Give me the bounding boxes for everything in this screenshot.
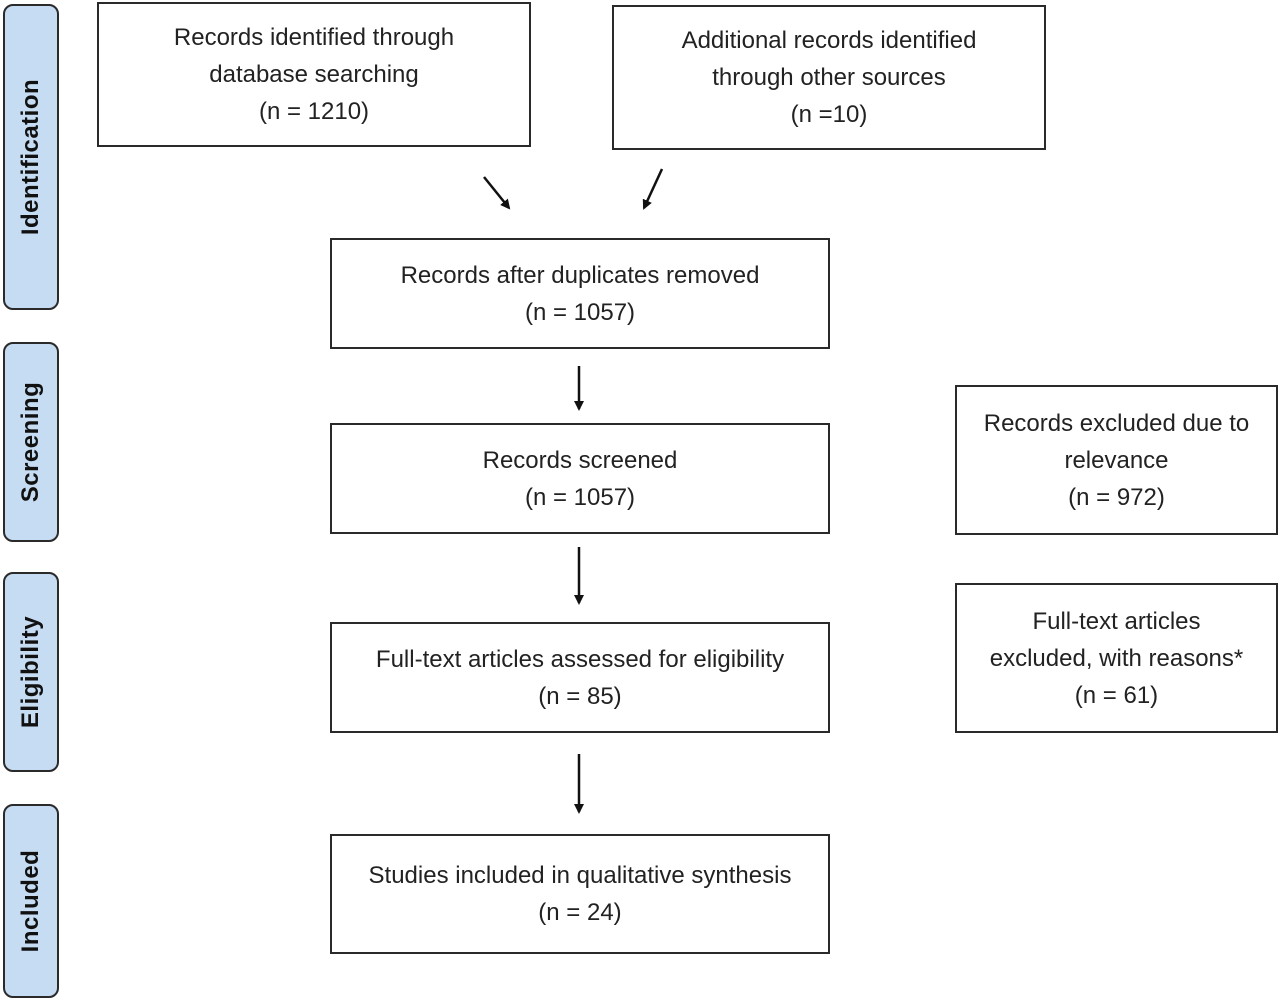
box-text: Full-text articles: [1032, 607, 1201, 635]
box-count: (n = 61): [1074, 681, 1159, 709]
box-text: Additional records identified: [681, 27, 977, 54]
box-duplicates-removed: Records after duplicates removed (n = 10…: [330, 238, 830, 349]
box-text: Studies included in qualitative synthesi…: [368, 862, 792, 889]
box-text: Records excluded due to: [983, 409, 1250, 437]
stage-tab-identification: Identification: [3, 4, 59, 310]
box-records-screened: Records screened (n = 1057): [330, 423, 830, 534]
box-count: (n = 1057): [524, 298, 636, 326]
box-fulltext-assessed: Full-text articles assessed for eligibil…: [330, 622, 830, 733]
box-count: (n = 24): [538, 899, 622, 926]
arrow-other-to-duplicates: [642, 168, 664, 210]
box-fulltext-excluded: Full-text articles excluded, with reason…: [955, 583, 1278, 733]
box-text: Records after duplicates removed: [400, 261, 760, 289]
stage-tab-screening: Screening: [3, 342, 59, 542]
box-text: Full-text articles assessed for eligibil…: [375, 645, 785, 673]
box-text: Records screened: [482, 446, 678, 474]
box-text: relevance: [1064, 446, 1169, 474]
arrow-database-to-duplicates: [483, 176, 511, 210]
box-count: (n =10): [790, 101, 868, 128]
box-text: Records identified through: [173, 24, 455, 51]
box-text: excluded, with reasons*: [989, 644, 1244, 672]
stage-tab-eligibility: Eligibility: [3, 572, 59, 772]
box-count: (n = 972): [1068, 483, 1165, 511]
box-text: through other sources: [712, 64, 946, 91]
box-other-sources: Additional records identified through ot…: [612, 5, 1046, 150]
box-included-synthesis: Studies included in qualitative synthesi…: [330, 834, 830, 954]
box-count: (n = 1057): [524, 483, 636, 511]
box-excluded-relevance: Records excluded due to relevance (n = 9…: [955, 385, 1278, 535]
box-count: (n = 1210): [258, 98, 370, 125]
stage-tab-included: Included: [3, 804, 59, 998]
box-database-records: Records identified through database sear…: [97, 2, 531, 147]
box-count: (n = 85): [538, 682, 622, 710]
box-text: database searching: [209, 61, 419, 88]
